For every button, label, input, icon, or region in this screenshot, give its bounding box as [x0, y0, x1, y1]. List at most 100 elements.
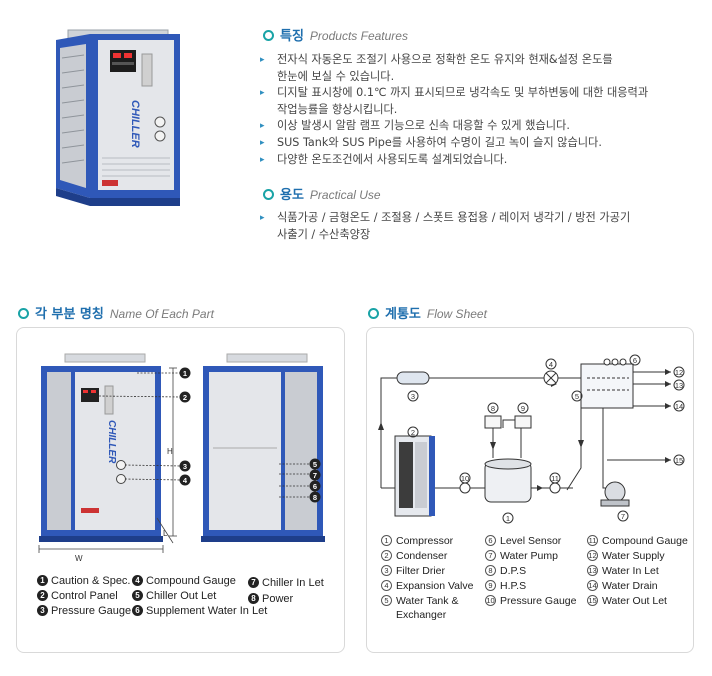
svg-text:1: 1: [506, 514, 510, 523]
rear-markers: 5 7 6 8: [309, 458, 321, 503]
features-title-en: Products Features: [309, 29, 408, 43]
flow-diagram: 1 2 3 4 5 6 8 9 10 11 12 13 14 15 7: [378, 354, 685, 524]
svg-text:11: 11: [551, 474, 559, 483]
usage-heading: 용도 Practical Use: [263, 184, 381, 203]
marker-6: 6: [313, 482, 317, 491]
front-chiller-logo: CHILLER: [129, 100, 141, 148]
svg-text:10: 10: [461, 474, 469, 483]
marker-8: 8: [313, 493, 317, 502]
rear-leaders: [279, 463, 309, 498]
svg-text:15: 15: [675, 456, 683, 465]
marker-4: 4: [183, 476, 188, 485]
svg-text:3: 3: [411, 392, 415, 401]
features-heading: 특징 Products Features: [263, 25, 408, 44]
features-list: 전자식 자동온도 조절기 사용으로 정확한 온도 유지와 현재&설정 온도를 한…: [258, 52, 708, 168]
front-unit: CHILLER: [39, 353, 163, 542]
usage-list: 식품가공 / 금형온도 / 조절용 / 스폿트 용접용 / 레이저 냉각기 / …: [258, 210, 708, 243]
marker-5: 5: [313, 460, 317, 469]
ring-bullet-icon: [368, 308, 379, 319]
feature-item: 다양한 온도조건에서 사용되도록 설계되었습니다.: [258, 152, 708, 169]
flow-arrows: [378, 369, 671, 491]
filter-drier: [396, 371, 430, 385]
product-photo: CHILLER: [56, 29, 180, 206]
condenser-unit: [394, 435, 435, 517]
svg-text:13: 13: [675, 381, 683, 390]
legend-item-5-continued: Exchanger: [396, 609, 447, 621]
feature-item-continued: 작업능률을 향상시킵니다.: [277, 102, 398, 116]
parts-box: CHILLER W H L 1 2 3 4: [16, 327, 345, 653]
dim-l-label: L: [163, 529, 168, 538]
ring-bullet-icon: [18, 308, 29, 319]
ring-bullet-icon: [263, 189, 274, 200]
front-markers: 1 2 3 4: [179, 367, 191, 486]
usage-item-continued: 사출기 / 수산축양장: [277, 227, 371, 241]
parts-heading: 각 부분 명칭 Name Of Each Part: [18, 303, 214, 322]
feature-item: 이상 발생시 알람 램프 기능으로 신속 대응할 수 있게 했습니다.: [258, 118, 708, 135]
feature-item-continued: 한눈에 보실 수 있습니다.: [277, 69, 395, 83]
parts-diagram: CHILLER W H L 1 2 3 4: [38, 353, 325, 563]
pressure-switches: [484, 415, 532, 429]
dim-w-label: W: [75, 554, 83, 563]
svg-text:12: 12: [675, 368, 683, 377]
svg-text:5: 5: [575, 392, 579, 401]
front-leaders: [98, 372, 182, 481]
expansion-valve: [543, 370, 559, 386]
parts-title-en: Name Of Each Part: [109, 307, 214, 321]
svg-text:2: 2: [411, 428, 415, 437]
parts-chiller-logo: CHILLER: [106, 420, 117, 464]
features-title-ko: 특징: [280, 29, 304, 44]
compressor: [484, 458, 532, 503]
svg-text:6: 6: [633, 356, 637, 365]
dim-h-label: H: [167, 447, 173, 456]
water-tank-exchanger: [580, 358, 634, 409]
flow-title-en: Flow Sheet: [426, 307, 487, 321]
marker-3: 3: [183, 462, 187, 471]
flow-heading: 계통도 Flow Sheet: [368, 303, 487, 322]
usage-title-en: Practical Use: [309, 188, 381, 202]
feature-item: SUS Tank와 SUS Pipe를 사용하여 수명이 길고 녹이 슬지 않습…: [258, 135, 708, 152]
svg-text:4: 4: [549, 360, 553, 369]
svg-text:7: 7: [621, 512, 625, 521]
feature-item: 전자식 자동온도 조절기 사용으로 정확한 온도 유지와 현재&설정 온도를: [258, 52, 708, 69]
marker-1: 1: [183, 369, 187, 378]
usage-title-ko: 용도: [280, 188, 304, 203]
diagram-numbers: 1 2 3 4 5 6 8 9 10 11 12 13 14 15 7: [407, 354, 685, 524]
feature-item: 디지탈 표시창에 0.1℃ 까지 표시되므로 냉각속도 및 부하변동에 대한 대…: [258, 85, 708, 102]
rear-unit: [201, 353, 325, 542]
flow-title-ko: 계통도: [385, 307, 421, 322]
svg-text:8: 8: [491, 404, 495, 413]
svg-text:14: 14: [675, 402, 683, 411]
marker-7: 7: [313, 471, 317, 480]
parts-title-ko: 각 부분 명칭: [35, 307, 104, 322]
ring-bullet-icon: [263, 30, 274, 41]
marker-2: 2: [183, 393, 187, 402]
dimension-lines: [38, 367, 177, 553]
water-pump: [600, 481, 630, 507]
svg-text:9: 9: [521, 404, 525, 413]
usage-item: 식품가공 / 금형온도 / 조절용 / 스폿트 용접용 / 레이저 냉각기 / …: [258, 210, 708, 227]
